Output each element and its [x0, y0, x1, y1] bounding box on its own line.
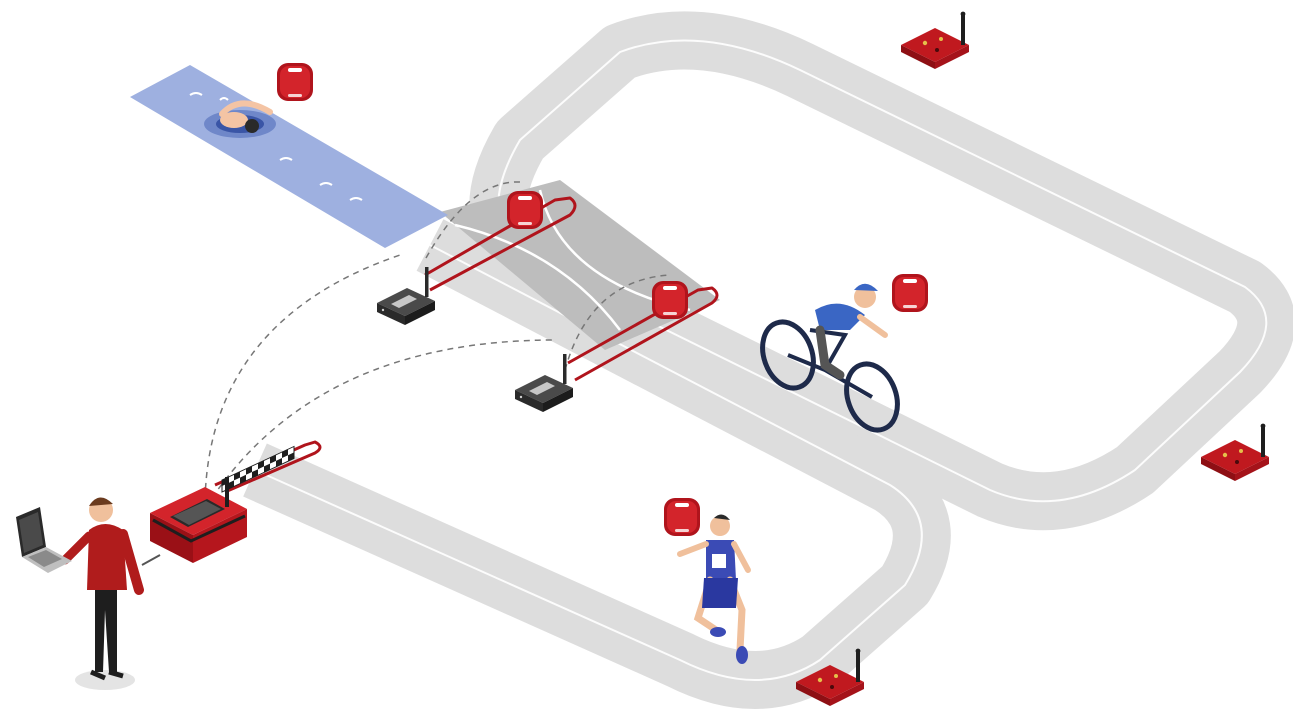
laptop-icon [16, 507, 72, 573]
pcb-module-icon [901, 12, 969, 69]
runner-transponder-chip-icon [664, 498, 700, 536]
operator-icon [65, 497, 139, 690]
track [255, 40, 1266, 680]
decoder-icon [515, 354, 573, 412]
transponder-chip-icon [652, 281, 688, 319]
decoder-icon [377, 267, 435, 325]
transponder-chip-icon [507, 191, 543, 229]
cable [142, 555, 160, 565]
cyclist-transponder-chip-icon [892, 274, 928, 312]
swimmer-transponder-chip-icon [277, 63, 313, 101]
